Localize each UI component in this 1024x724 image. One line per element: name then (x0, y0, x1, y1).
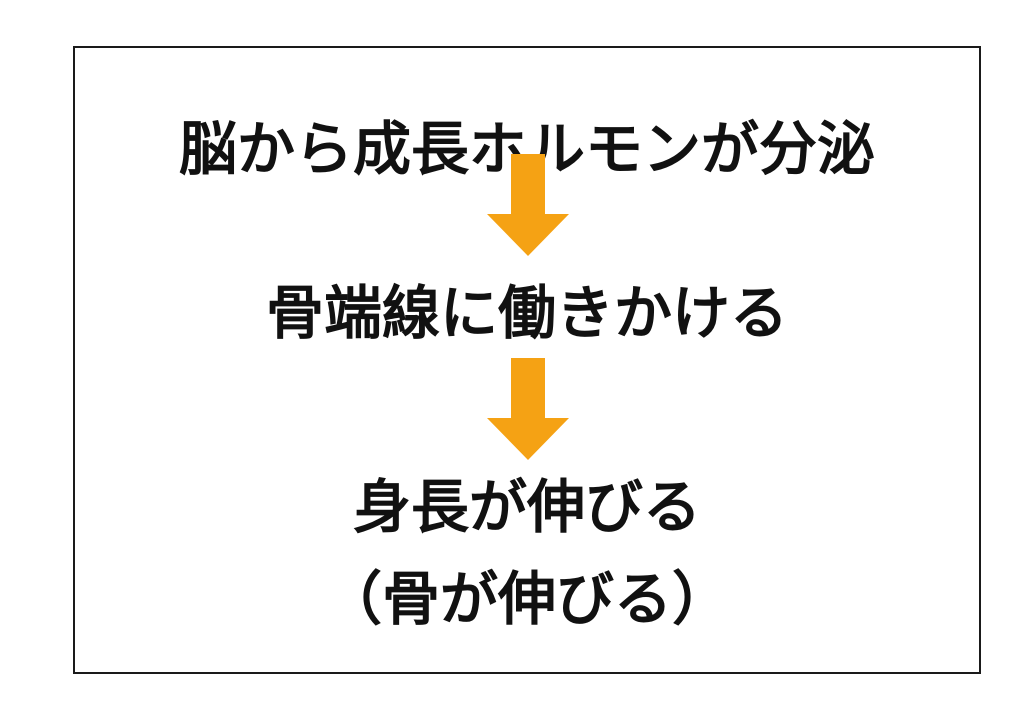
step-2-label: 骨端線に働きかける (265, 279, 788, 347)
step-3-label: 身長が伸びる (352, 473, 701, 541)
arrow-down-1 (487, 154, 569, 256)
diagram-frame: 脳から成長ホルモンが分泌 骨端線に働きかける 身長が伸びる （骨が伸びる） (73, 46, 981, 674)
arrow-down-2 (487, 358, 569, 460)
step-3-sublabel: （骨が伸びる） (323, 565, 730, 633)
